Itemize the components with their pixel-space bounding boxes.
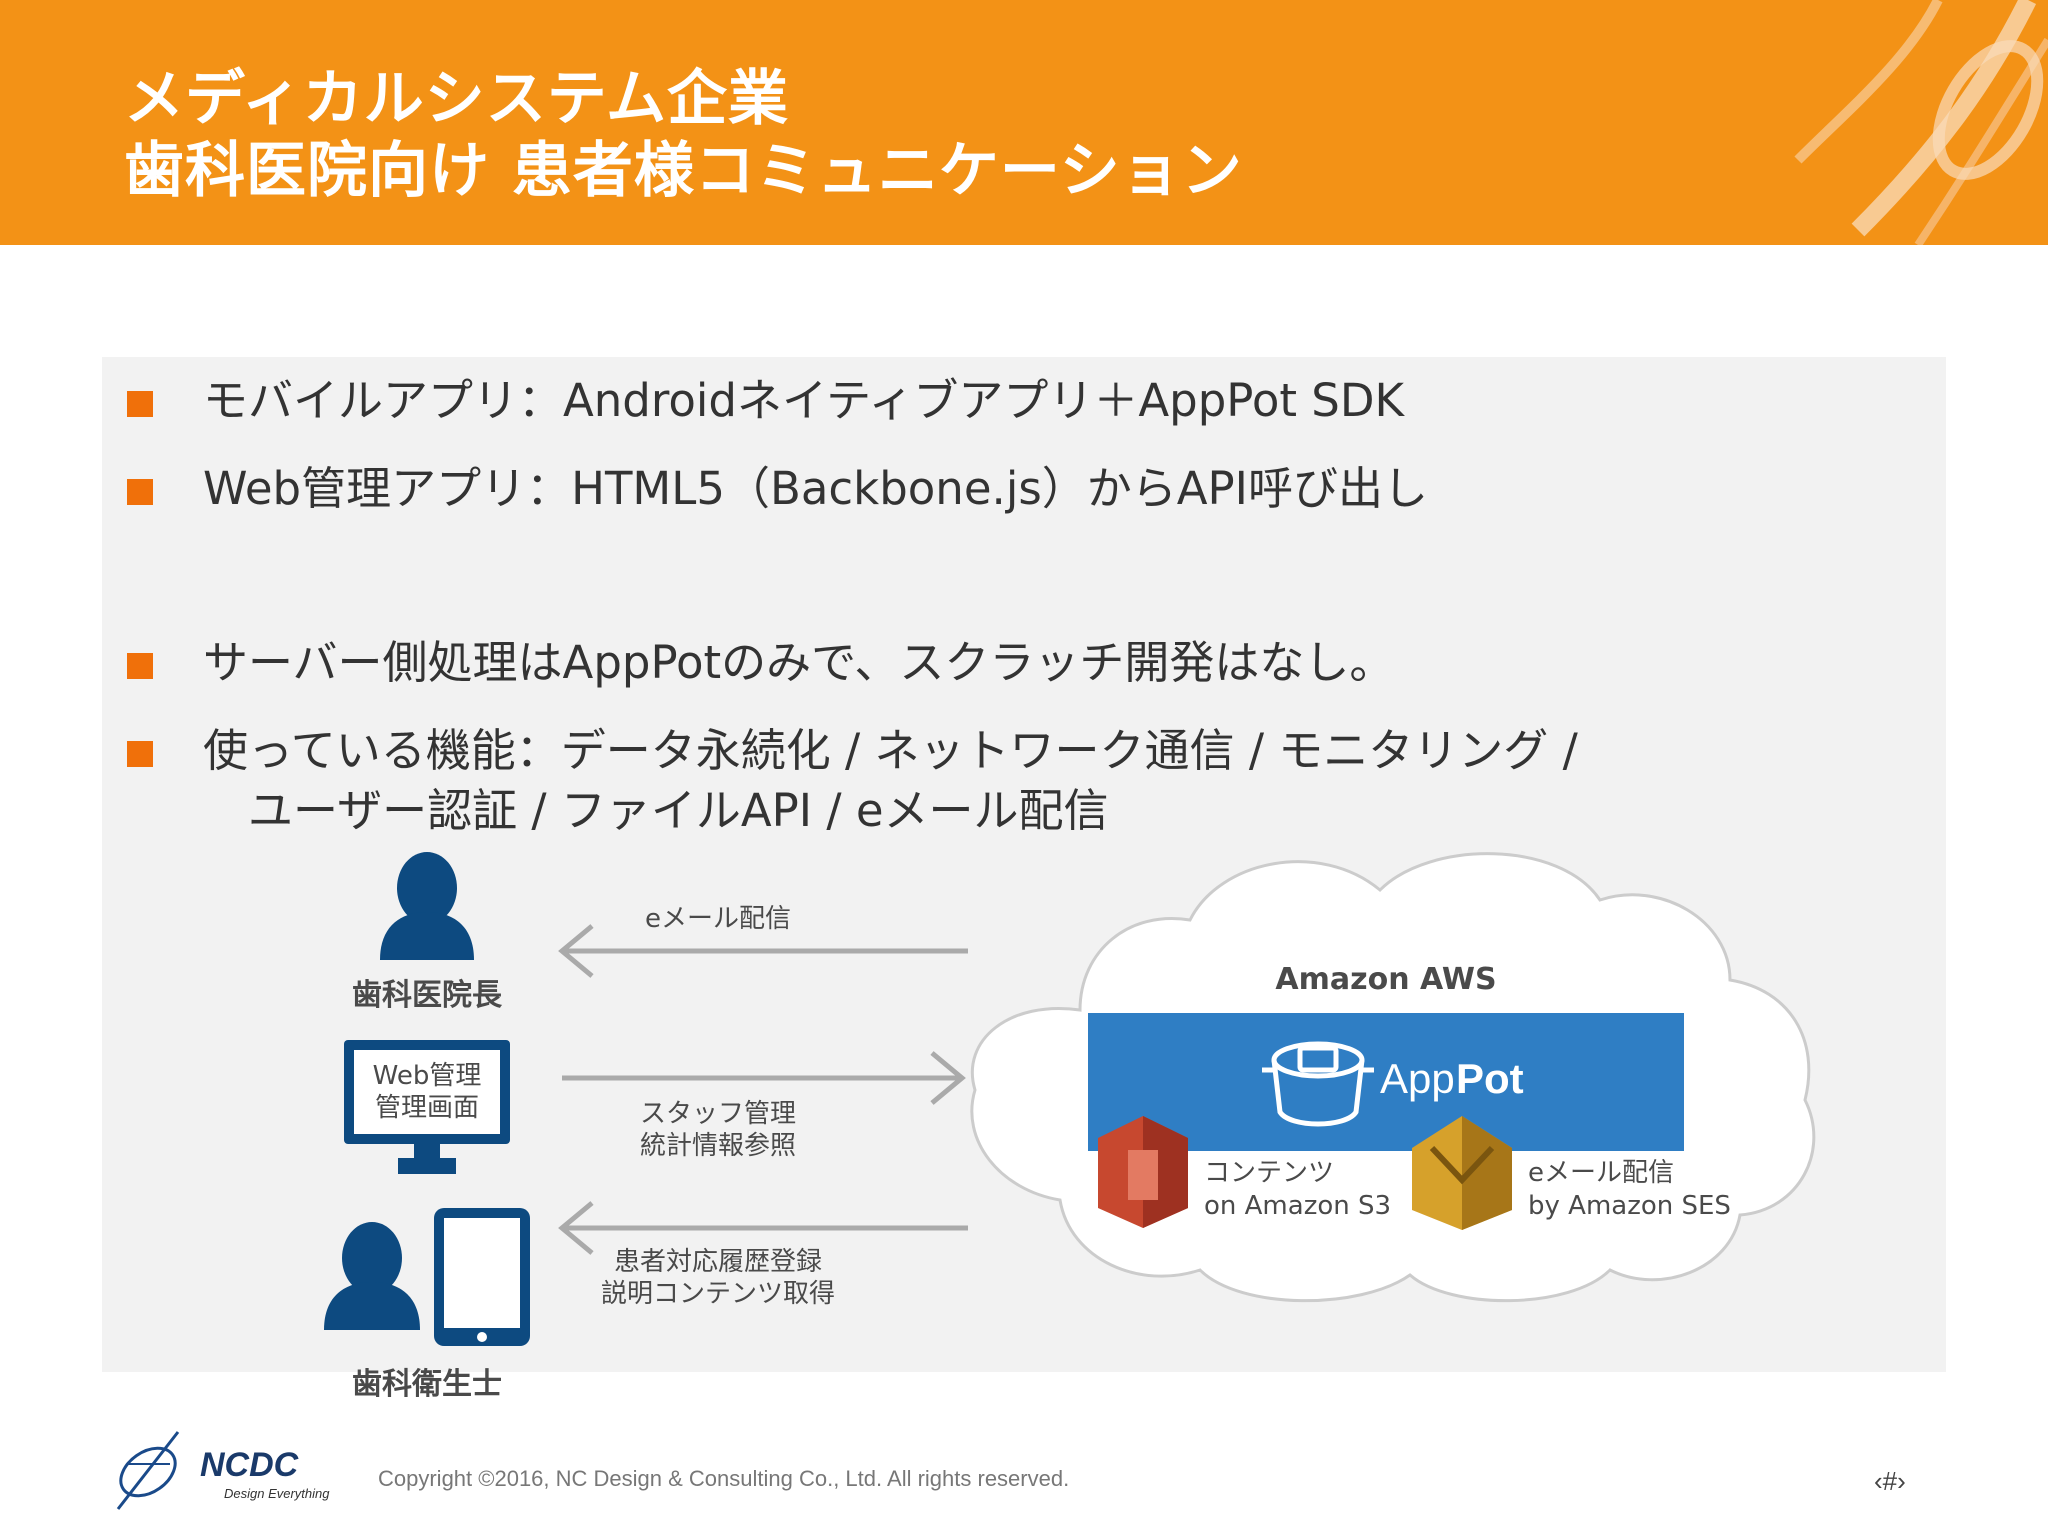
arrow-staff-label-line1: スタッフ管理 <box>640 1099 796 1129</box>
decorative-swirl-icon <box>1794 0 2048 245</box>
apppot-label-app: App <box>1380 1055 1455 1102</box>
tablet-icon <box>434 1208 530 1346</box>
arrow-staff-right <box>562 1051 966 1105</box>
ncdc-logo: NCDC Design Everything <box>116 1431 330 1510</box>
hygienist-person-icon <box>324 1222 420 1330</box>
bullet-square-icon <box>127 741 153 767</box>
cloud-title: Amazon AWS <box>1275 962 1496 997</box>
apppot-label-pot: Pot <box>1456 1055 1524 1102</box>
amazon-s3-icon <box>1098 1116 1188 1228</box>
ses-label-line1: eメール配信 <box>1528 1158 1674 1188</box>
bullet-square-icon <box>127 479 153 505</box>
arrow-staff-label-line2: 統計情報参照 <box>640 1131 796 1161</box>
bullet-features-continuation: ユーザー認証 / ファイルAPI / eメール配信 <box>248 784 1109 837</box>
apppot-pot-icon <box>1262 1041 1374 1127</box>
arrow-patient-left <box>558 1201 968 1255</box>
ses-label-line2: by Amazon SES <box>1528 1191 1731 1221</box>
amazon-ses-icon <box>1412 1116 1512 1230</box>
bullet-text: 使っている機能：データ永続化 / ネットワーク通信 / モニタリング / <box>203 724 1578 777</box>
arrow-email-label: eメール配信 <box>645 904 791 934</box>
monitor-label-line1: Web管理 <box>373 1061 482 1091</box>
copyright-text: Copyright ©2016, NC Design & Consulting … <box>378 1466 1070 1491</box>
bullet-square-icon <box>127 653 153 679</box>
monitor-icon <box>344 1040 510 1174</box>
bullet-text: Web管理アプリ：HTML5（Backbone.js）からAPI呼び出し <box>203 462 1428 515</box>
director-person-icon <box>380 852 474 960</box>
title-line-2: 歯科医院向け 患者様コミュニケーション <box>124 136 1243 206</box>
logo-tagline: Design Everything <box>224 1486 330 1501</box>
director-label: 歯科医院長 <box>352 978 503 1013</box>
apppot-box <box>1088 1013 1684 1151</box>
s3-label-line2: on Amazon S3 <box>1204 1191 1391 1221</box>
header-banner: メディカルシステム企業 歯科医院向け 患者様コミュニケーション <box>0 0 2048 245</box>
hygienist-label: 歯科衛生士 <box>352 1367 502 1402</box>
arrow-patient-label-line1: 患者対応履歴登録 <box>614 1247 822 1277</box>
arrow-patient-label-line2: 説明コンテンツ取得 <box>601 1279 835 1309</box>
bullet-text: モバイルアプリ：Androidネイティブアプリ＋AppPot SDK <box>203 374 1405 427</box>
logo-name: NCDC <box>200 1446 299 1484</box>
bullet-square-icon <box>127 391 153 417</box>
title-line-1: メディカルシステム企業 <box>124 64 789 134</box>
s3-label-line1: コンテンツ <box>1204 1158 1334 1188</box>
monitor-label-line2: 管理画面 <box>375 1093 479 1123</box>
page-number: ‹#› <box>1874 1466 1906 1496</box>
arrow-email-left <box>558 924 968 978</box>
bullet-text: サーバー側処理はAppPotのみで、スクラッチ開発はなし。 <box>203 636 1395 689</box>
